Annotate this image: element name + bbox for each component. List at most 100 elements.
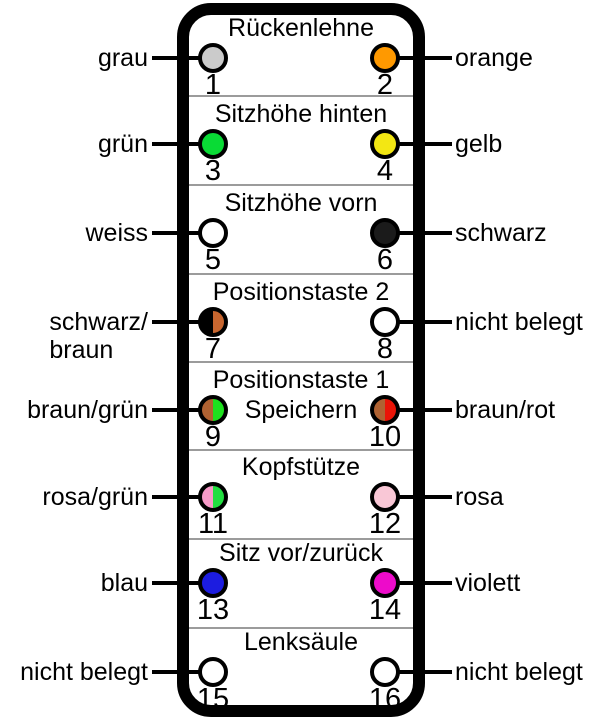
pin-3-circle (198, 129, 228, 159)
wire-line-left (152, 320, 207, 324)
wire-color-label-left-text: nicht belegt (20, 658, 148, 686)
section-title: Lenksäule (244, 628, 358, 656)
wire-line-right (392, 142, 452, 146)
pin-number-right: 10 (368, 421, 402, 453)
pin-number-right: 16 (368, 683, 402, 715)
wire-color-label-right: nicht belegt (455, 658, 600, 686)
wire-color-label-left: schwarz/braun (0, 308, 148, 364)
wire-line-left (152, 495, 207, 499)
pin-2-circle (370, 43, 400, 73)
pin-7-circle (198, 307, 228, 337)
wire-line-left (152, 142, 207, 146)
section-title: Positionstaste 2 (212, 278, 390, 306)
wire-line-right (392, 581, 452, 585)
pin-number-left: 5 (204, 244, 222, 276)
section-divider (189, 538, 413, 540)
section-title: Kopfstütze (241, 453, 361, 481)
pin-number-right: 12 (368, 508, 402, 540)
wire-line-right (392, 408, 452, 412)
section-title: Sitz vor/zurück (219, 539, 383, 567)
wire-line-right (392, 56, 452, 60)
wire-color-label-right: gelb (455, 130, 600, 158)
wire-color-label-left: rosa/grün (0, 483, 148, 511)
wire-color-label-left-text: blau (100, 569, 148, 597)
wire-color-label-right-text: nicht belegt (455, 308, 583, 336)
wire-color-label-right-text: orange (455, 44, 533, 72)
pin-11-circle (198, 482, 228, 512)
wire-line-right (392, 670, 452, 674)
pin-8-circle (370, 307, 400, 337)
section-title: Rückenlehne (228, 14, 374, 42)
wire-line-left (152, 670, 207, 674)
pin-number-left: 15 (196, 683, 230, 715)
pin-number-left: 11 (197, 508, 229, 540)
wire-color-label-left-text: rosa/grün (42, 483, 148, 511)
wire-color-label-right-text: violett (455, 569, 521, 597)
wire-color-label-right-text: gelb (455, 130, 503, 158)
pin-1-circle (198, 43, 228, 73)
pin-number-right: 6 (376, 244, 394, 276)
pin-number-left: 3 (204, 155, 222, 187)
wire-color-label-left: grün (0, 130, 148, 158)
wire-color-label-left: grau (0, 44, 148, 72)
pin-6-circle (370, 218, 400, 248)
pin-number-right: 14 (368, 594, 402, 626)
wire-color-label-right: violett (455, 569, 600, 597)
wire-color-label-right: schwarz (455, 219, 600, 247)
pin-number-left: 9 (204, 421, 222, 453)
wire-color-label-right-text: braun/rot (455, 396, 556, 424)
wire-line-left (152, 581, 207, 585)
wire-color-label-right: nicht belegt (455, 308, 600, 336)
wire-color-label-left: braun/grün (0, 396, 148, 424)
wire-color-label-right-text: rosa (455, 483, 504, 511)
wire-color-label-left-text: schwarz/braun (49, 308, 148, 364)
pin-number-left: 7 (204, 333, 222, 365)
wire-color-label-right-text: schwarz (455, 219, 547, 247)
section-divider (189, 95, 413, 97)
pin-number-right: 8 (376, 333, 394, 365)
pin-10-circle (370, 395, 400, 425)
wire-color-label-left-text: braun/grün (27, 396, 148, 424)
wire-color-label-left-text: weiss (85, 219, 148, 247)
connector-body (177, 3, 425, 717)
pin-13-circle (198, 568, 228, 598)
section-divider (189, 361, 413, 363)
wire-line-right (392, 231, 452, 235)
pin-number-left: 13 (196, 594, 230, 626)
wire-color-label-right-text: nicht belegt (455, 658, 583, 686)
section-divider (189, 273, 413, 275)
pin-16-circle (370, 657, 400, 687)
pin-number-right: 2 (376, 69, 394, 101)
wire-color-label-right: orange (455, 44, 600, 72)
pin-4-circle (370, 129, 400, 159)
pin-14-circle (370, 568, 400, 598)
wire-color-label-left: nicht belegt (0, 658, 148, 686)
section-center-label: Speichern (244, 396, 358, 424)
wire-line-left (152, 408, 207, 412)
section-title: Positionstaste 1 (212, 366, 390, 394)
pin-number-left: 1 (204, 69, 222, 101)
section-divider (189, 449, 413, 451)
wire-line-left (152, 56, 207, 60)
wire-color-label-right: braun/rot (455, 396, 600, 424)
wire-color-label-left: blau (0, 569, 148, 597)
wire-color-label-right: rosa (455, 483, 600, 511)
wire-line-right (392, 320, 452, 324)
pin-number-right: 4 (376, 155, 394, 187)
pin-15-circle (198, 657, 228, 687)
wire-color-label-left: weiss (0, 219, 148, 247)
pin-12-circle (370, 482, 400, 512)
wire-line-left (152, 231, 207, 235)
section-divider (189, 627, 413, 629)
wire-color-label-left-text: grün (97, 130, 148, 158)
pin-9-circle (198, 395, 228, 425)
section-title: Sitzhöhe vorn (224, 189, 378, 217)
